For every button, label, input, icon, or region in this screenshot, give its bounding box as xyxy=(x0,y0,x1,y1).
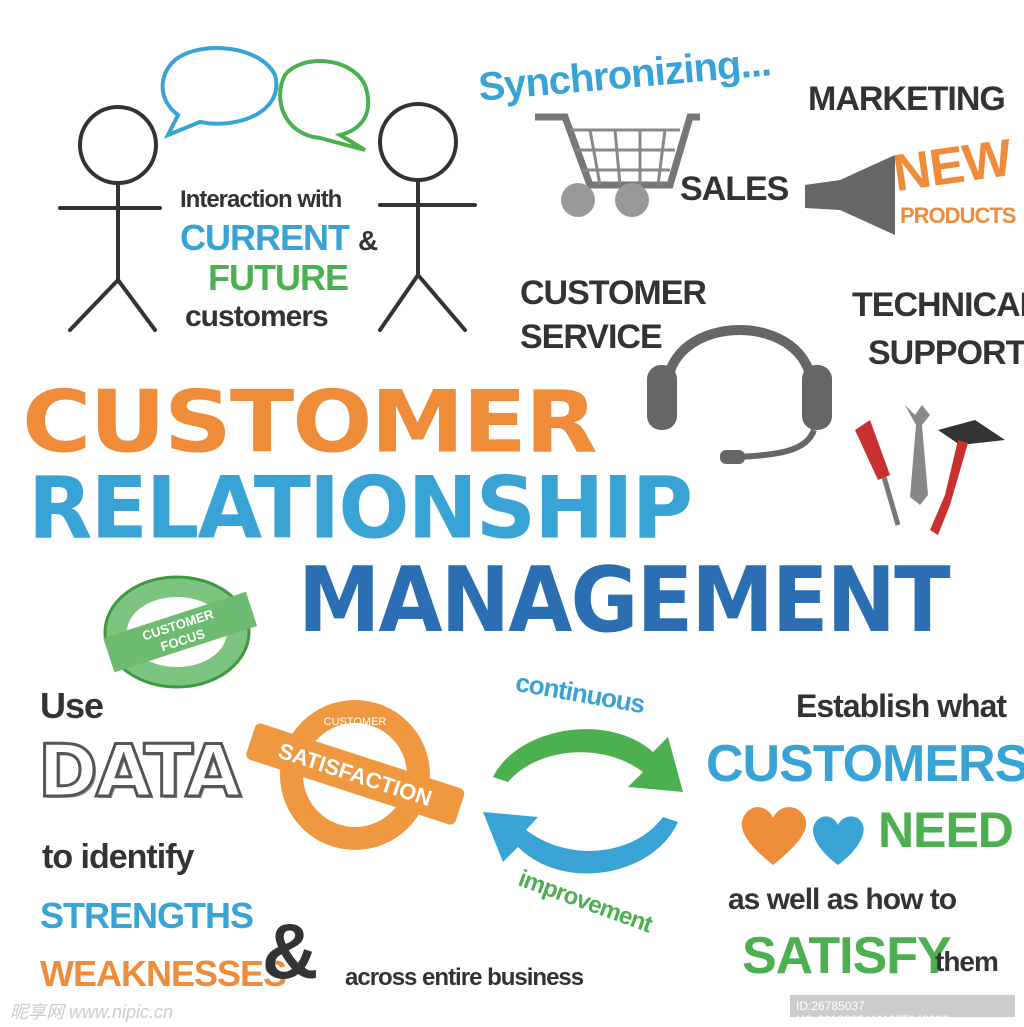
arrow-green-icon xyxy=(493,729,683,792)
speech-bubble-blue-icon xyxy=(160,46,279,139)
ampersand-large: & xyxy=(262,907,319,995)
marketing-text: MARKETING xyxy=(808,80,1006,118)
cycle-arrows-icon xyxy=(483,729,683,874)
headset-icon xyxy=(647,325,832,464)
stamp-orange-ring: CUSTOMER xyxy=(324,716,387,728)
technical-support-line1: TECHNICAL xyxy=(852,286,1024,324)
current-text: CURRENT & xyxy=(180,217,378,258)
arrow-blue-icon xyxy=(483,812,678,874)
megaphone-icon xyxy=(805,155,895,235)
new-text: NEW xyxy=(889,129,1015,203)
data-text: DATA xyxy=(36,729,242,813)
strengths-text: STRENGTHS xyxy=(40,895,254,936)
customers-need-text: CUSTOMERS xyxy=(706,735,1024,793)
customer-focus-stamp: CUSTOMER FOCUS xyxy=(103,575,258,689)
current-word: CURRENT xyxy=(180,217,350,258)
need-text: NEED xyxy=(878,802,1014,858)
interaction-text: Interaction with xyxy=(180,186,342,213)
as-well-text: as well as how to xyxy=(728,883,957,916)
technical-support-line2: SUPPORT xyxy=(868,334,1024,372)
title-management: MANAGEMENT xyxy=(298,548,951,653)
use-text: Use xyxy=(40,685,104,726)
title-relationship: RELATIONSHIP xyxy=(28,458,693,559)
across-business-text: across entire business xyxy=(345,964,584,991)
shopping-cart-icon xyxy=(535,113,700,217)
identify-text: to identify xyxy=(42,838,194,876)
watermark-right: ID:26785037 NO:20180324111055948039 xyxy=(790,995,1015,1027)
satisfaction-stamp: CUSTOMER SATISFACTION xyxy=(246,700,465,850)
weaknesses-text: WEAKNESSES xyxy=(40,953,287,994)
people-talking-illustration xyxy=(58,46,477,332)
sales-text: SALES xyxy=(680,170,789,208)
stick-figure-right-icon xyxy=(378,102,477,332)
ampersand: & xyxy=(358,225,378,256)
them-text: them xyxy=(935,946,999,977)
products-text: PRODUCTS xyxy=(900,203,1016,228)
continuous-text: continuous xyxy=(513,666,647,720)
stick-figure-left-icon xyxy=(58,105,162,332)
establish-text: Establish what xyxy=(796,688,1007,724)
customer-service-line2: SERVICE xyxy=(520,318,663,356)
customers-text: customers xyxy=(185,300,329,333)
title-customer: CUSTOMER xyxy=(22,372,598,473)
speech-bubble-green-icon xyxy=(278,59,371,152)
future-text: FUTURE xyxy=(208,257,349,298)
screwdriver-icon xyxy=(855,420,901,526)
wrench-icon xyxy=(905,405,930,505)
watermark-left: 昵享网 www.nipic.cn xyxy=(10,1002,174,1022)
customer-service-line1: CUSTOMER xyxy=(520,274,707,312)
tools-icon xyxy=(855,405,1005,535)
satisfy-text: SATISFY xyxy=(742,927,952,985)
hearts-icon xyxy=(741,807,864,865)
hammer-icon xyxy=(930,420,1005,535)
